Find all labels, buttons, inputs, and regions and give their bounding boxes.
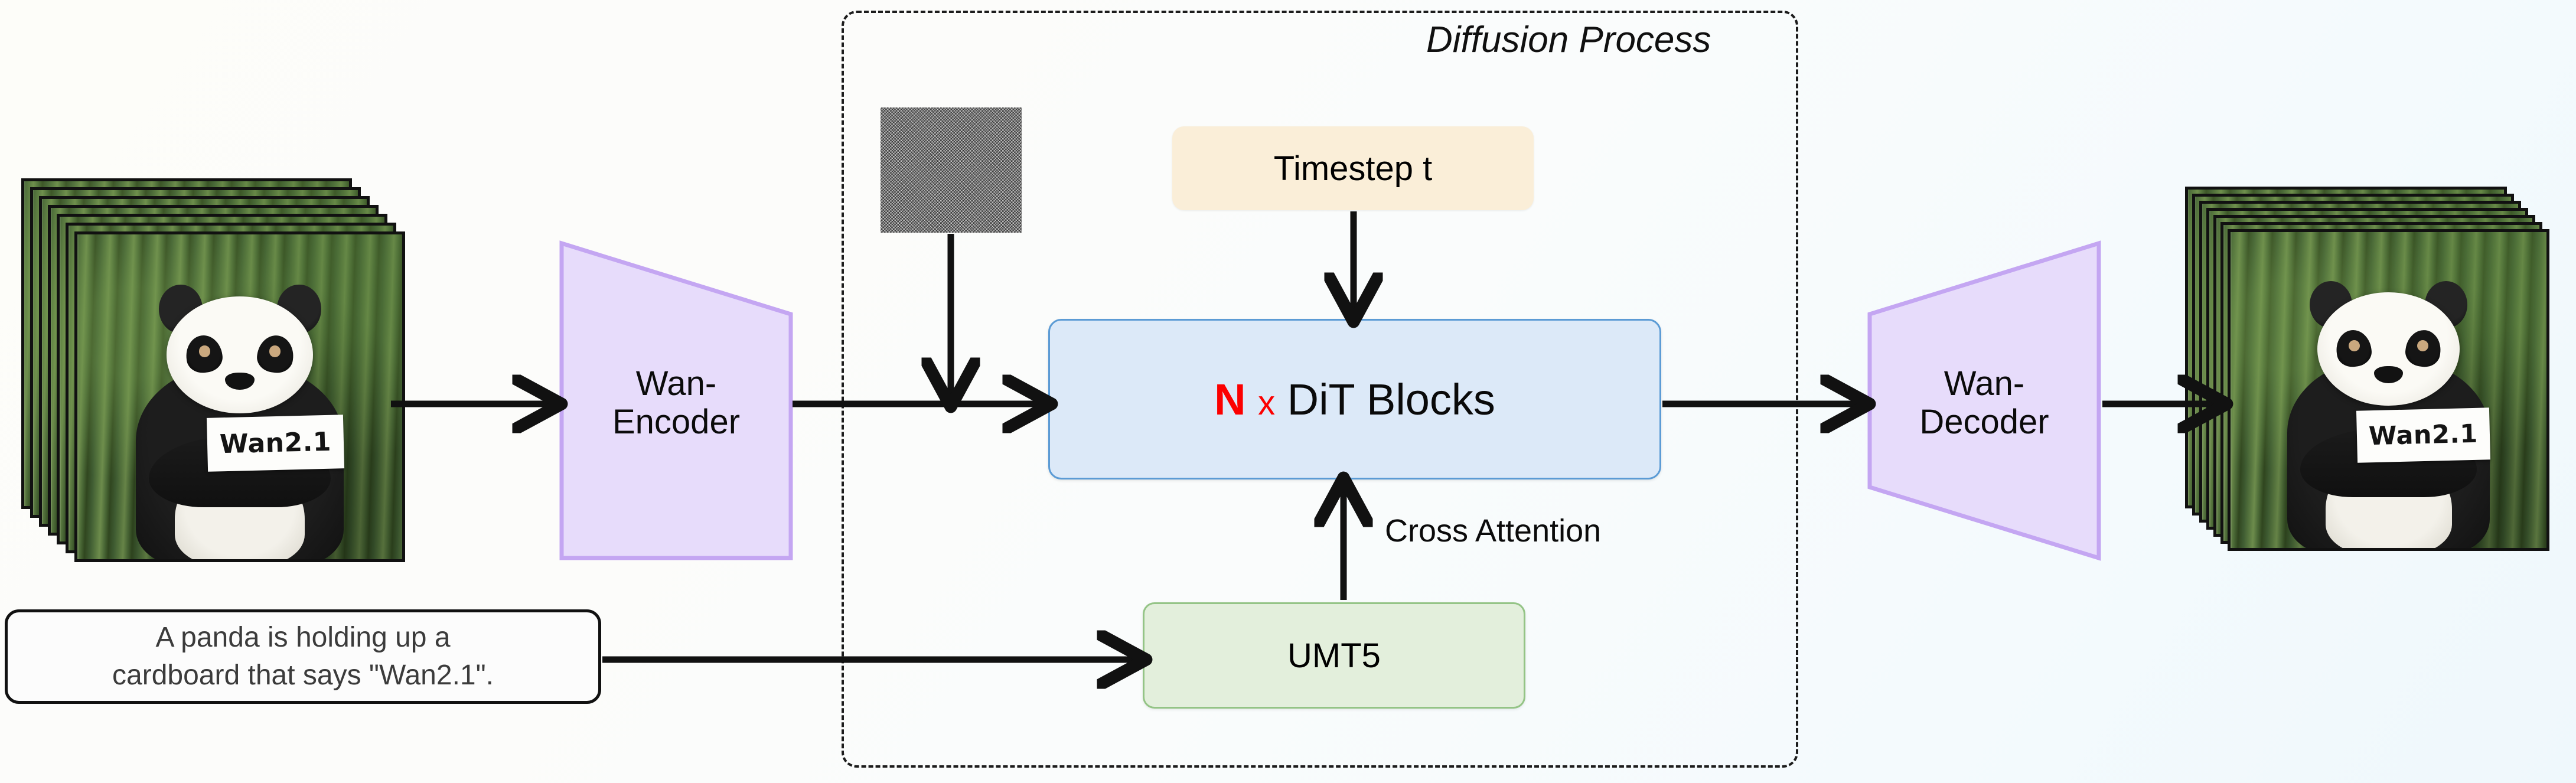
umt5-label: UMT5	[1287, 636, 1381, 675]
panda-pupil-right	[2417, 340, 2428, 352]
panda-pupil-right	[269, 345, 281, 357]
prompt-line-1: A panda is holding up a	[155, 621, 451, 653]
panda-pupil-left	[198, 345, 211, 357]
umt5-text-encoder-box[interactable]: UMT5	[1143, 602, 1525, 709]
panda-sign: Wan2.1	[206, 415, 345, 472]
panda-sign-text: Wan2.1	[2368, 419, 2479, 451]
panda-pupil-left	[2349, 340, 2360, 352]
panda-nose	[2374, 366, 2403, 384]
prompt-line-2: cardboard that says "Wan2.1".	[112, 660, 494, 691]
panda-nose	[225, 372, 255, 390]
wan-decoder-shape	[1867, 240, 2101, 561]
prompt-text-box[interactable]: A panda is holding up a cardboard that s…	[5, 609, 601, 704]
diffusion-process-region	[842, 11, 1798, 768]
wan-encoder-shape	[559, 240, 793, 560]
wan-decoder-block[interactable]: Wan- Decoder	[1866, 240, 2102, 562]
timestep-box[interactable]: Timestep t	[1172, 126, 1534, 210]
panda-sign: Wan2.1	[2356, 407, 2490, 463]
dit-blocks-label: DiT Blocks	[1287, 374, 1495, 424]
output-video-frame-stack: Wan2.1	[2185, 187, 2569, 565]
wan-encoder-block[interactable]: Wan- Encoder	[558, 240, 794, 562]
panda-sign-text: Wan2.1	[219, 426, 332, 460]
input-video-frame-stack: Wan2.1	[21, 178, 423, 568]
video-frame-front: Wan2.1	[74, 231, 405, 562]
dit-repeat-count: N	[1214, 374, 1246, 424]
dit-blocks-box[interactable]: N x DiT Blocks	[1048, 319, 1661, 479]
video-frame-front: Wan2.1	[2228, 229, 2549, 551]
diffusion-process-title: Diffusion Process	[1426, 19, 1711, 60]
noise-latent-patch	[881, 107, 1022, 233]
dit-multiply-symbol: x	[1258, 383, 1276, 422]
cross-attention-label: Cross Attention	[1385, 513, 1602, 549]
timestep-label: Timestep t	[1273, 149, 1433, 188]
